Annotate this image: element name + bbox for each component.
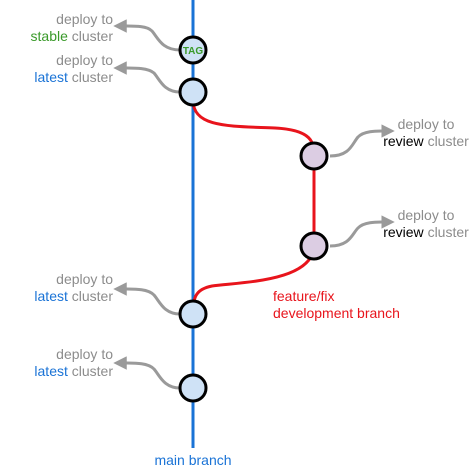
feature-commit-node: [299, 231, 329, 261]
deploy-prefix: deploy to: [56, 11, 113, 27]
feature-branch-label: feature/fix development branch: [273, 288, 400, 322]
review-keyword: review: [383, 224, 424, 240]
deploy-latest-mid-label: deploy to latest cluster: [34, 271, 113, 305]
deploy-suffix: cluster: [71, 28, 113, 44]
feature-branch-label-line2: development branch: [273, 305, 400, 321]
deploy-prefix: deploy to: [56, 271, 113, 287]
latest-keyword: latest: [34, 69, 68, 85]
main-branch-label: main branch: [154, 452, 232, 468]
deploy-suffix: cluster: [71, 363, 113, 379]
deploy-latest-bottom-label: deploy to latest cluster: [34, 346, 113, 380]
deploy-prefix: deploy to: [397, 116, 455, 132]
latest-keyword: latest: [34, 288, 68, 304]
main-commit-node: [178, 77, 208, 107]
deploy-prefix: deploy to: [56, 52, 113, 68]
tag-commit-node: [178, 35, 208, 65]
main-commit-node: [178, 373, 208, 403]
main-commit-node: [178, 299, 208, 329]
curved-arrow-icon: [113, 19, 181, 52]
curved-arrow-icon: [329, 215, 395, 248]
feature-commit-node: [299, 141, 329, 171]
deploy-suffix: cluster: [427, 133, 469, 149]
deploy-suffix: cluster: [71, 288, 113, 304]
review-keyword: review: [383, 133, 424, 149]
feature-branch-line: [191, 99, 316, 313]
deploy-stable-label: deploy to stable cluster: [31, 11, 113, 45]
deploy-review-2-label: deploy to review cluster: [378, 207, 474, 241]
feature-branch-label-line1: feature/fix: [273, 288, 335, 304]
stable-keyword: stable: [30, 28, 68, 44]
deploy-suffix: cluster: [427, 224, 469, 240]
deploy-latest-top-label: deploy to latest cluster: [34, 52, 113, 86]
curved-arrow-icon: [113, 282, 181, 316]
curved-arrow-icon: [113, 356, 181, 390]
deploy-review-1-label: deploy to review cluster: [378, 116, 474, 150]
latest-keyword: latest: [34, 363, 68, 379]
tag-label: TAG: [183, 46, 204, 57]
deploy-prefix: deploy to: [397, 207, 455, 223]
curved-arrow-icon: [113, 61, 181, 94]
deploy-suffix: cluster: [71, 69, 113, 85]
curved-arrow-icon: [329, 124, 395, 158]
deploy-prefix: deploy to: [56, 346, 113, 362]
